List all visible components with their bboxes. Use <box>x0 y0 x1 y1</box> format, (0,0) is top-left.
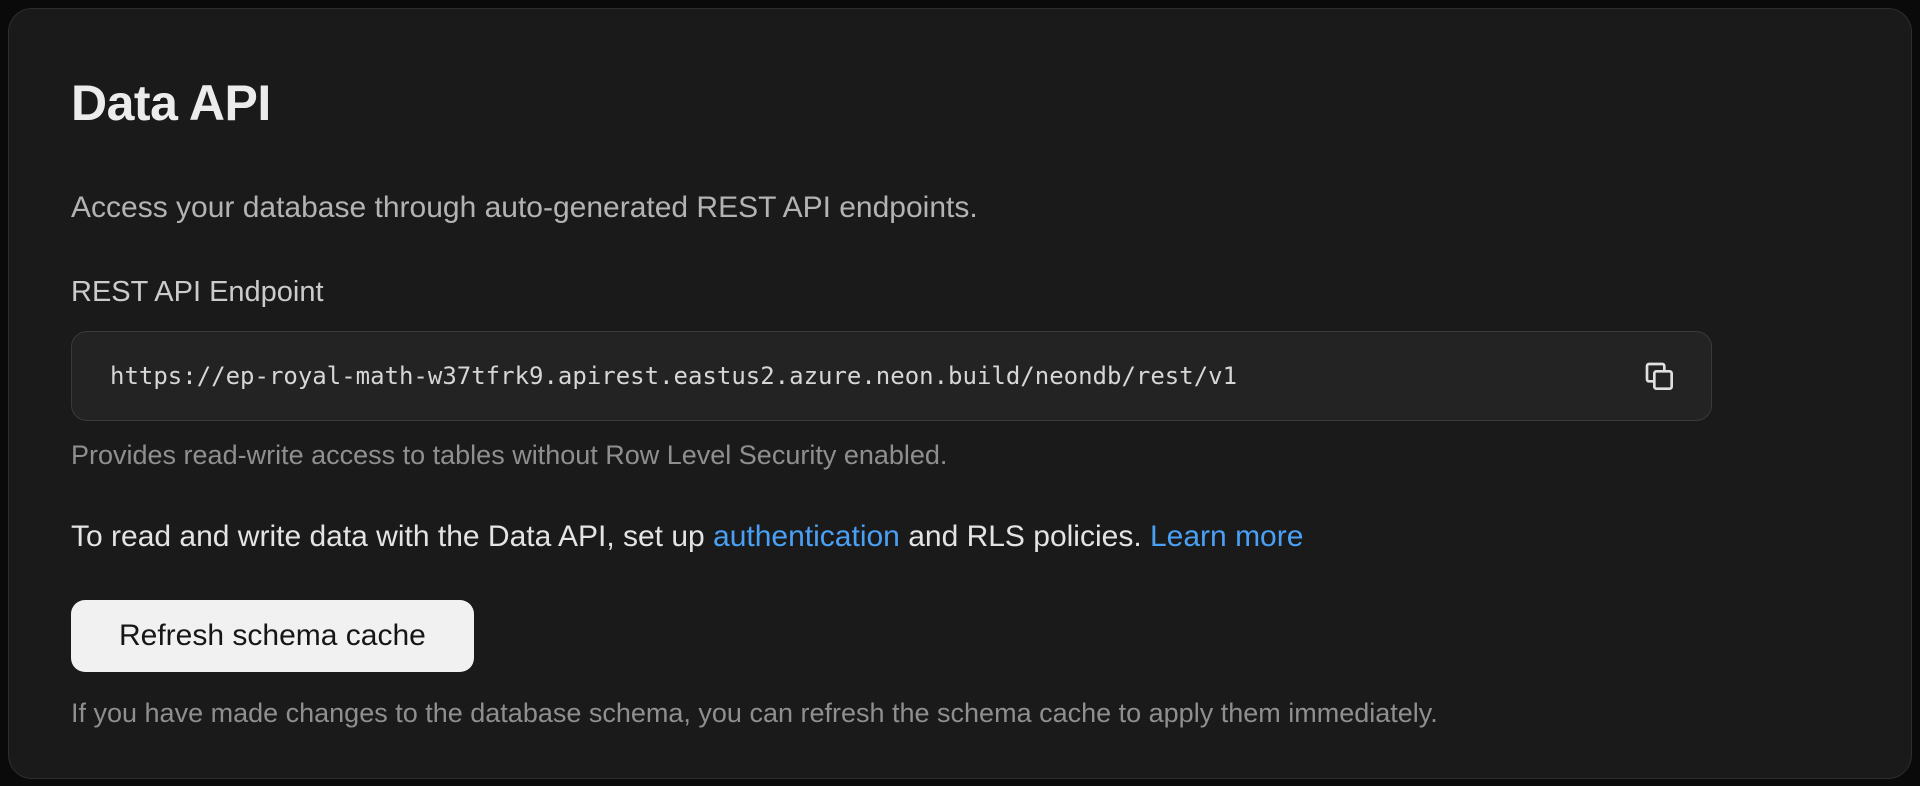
authentication-link[interactable]: authentication <box>713 520 900 553</box>
endpoint-label: REST API Endpoint <box>71 276 324 308</box>
page-title: Data API <box>71 75 271 131</box>
learn-more-link[interactable]: Learn more <box>1150 520 1304 553</box>
endpoint-field: https://ep-royal-math-w37tfrk9.apirest.e… <box>71 331 1712 421</box>
schema-cache-helper-text: If you have made changes to the database… <box>71 698 1438 728</box>
copy-endpoint-button[interactable] <box>1637 354 1681 398</box>
rls-note-prefix: To read and write data with the Data API… <box>71 520 714 553</box>
endpoint-helper-text: Provides read-write access to tables wit… <box>71 440 948 470</box>
refresh-schema-cache-button[interactable]: Refresh schema cache <box>71 600 474 672</box>
page-description: Access your database through auto-genera… <box>71 191 978 224</box>
endpoint-url[interactable]: https://ep-royal-math-w37tfrk9.apirest.e… <box>110 362 1238 390</box>
data-api-panel: Data API Access your database through au… <box>8 8 1912 779</box>
copy-icon <box>1643 360 1675 392</box>
rls-note: To read and write data with the Data API… <box>71 518 1849 556</box>
rls-note-middle: and RLS policies. <box>899 520 1150 553</box>
